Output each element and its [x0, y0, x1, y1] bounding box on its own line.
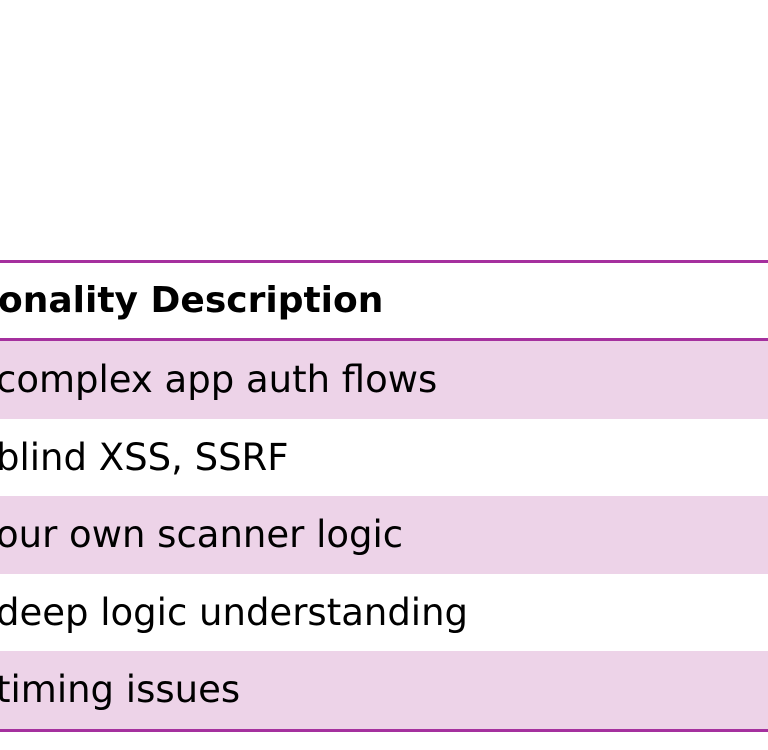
row-description: our own scanner logic — [0, 513, 404, 557]
table-row: blind XSS, SSRF — [0, 419, 768, 497]
table-row: complex app auth flows — [0, 341, 768, 419]
functionality-table: onality Description complex app auth flo… — [0, 260, 768, 732]
table-row: timing issues — [0, 651, 768, 729]
header-functionality-description: onality Description — [0, 280, 384, 321]
table-row: deep logic understanding — [0, 574, 768, 652]
row-description: timing issues — [0, 668, 241, 712]
table-header: onality Description — [0, 263, 768, 341]
row-description: complex app auth flows — [0, 358, 438, 402]
row-description: deep logic understanding — [0, 590, 469, 634]
row-description: blind XSS, SSRF — [0, 435, 289, 479]
table-row: our own scanner logic — [0, 496, 768, 574]
